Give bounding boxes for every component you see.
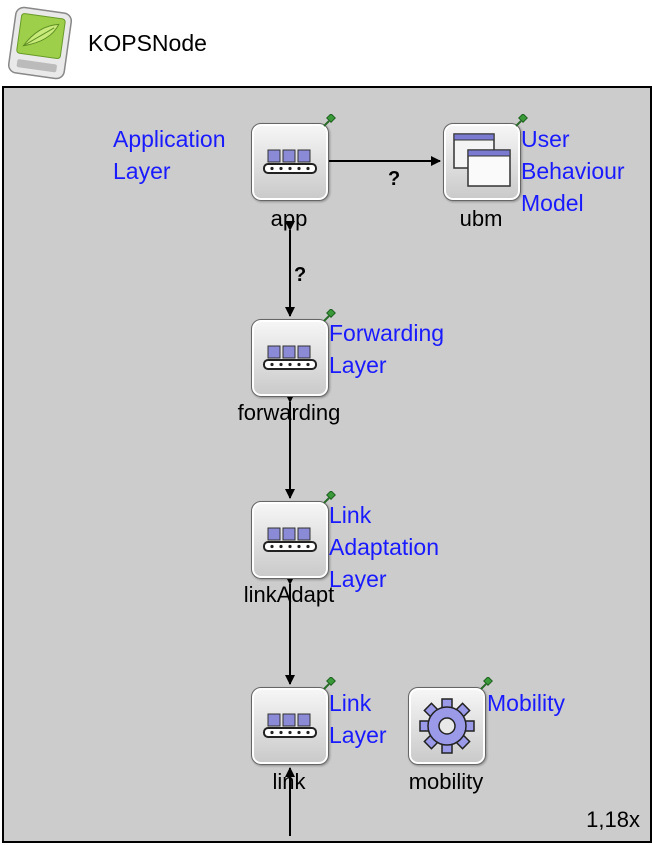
queue-icon	[263, 713, 317, 738]
pin-icon	[480, 677, 493, 690]
module-label-link: Link Layer	[329, 690, 387, 748]
windows-icon	[453, 133, 511, 187]
pin-icon	[323, 491, 336, 504]
module-label-app: Application Layer	[113, 126, 226, 184]
module-ubm[interactable]	[443, 123, 521, 201]
module-label-ubm: User Behaviour Model	[521, 126, 625, 216]
pin-icon	[323, 677, 336, 690]
module-canvas[interactable]: ? ? app Application Layer ubm User Behav…	[2, 86, 652, 843]
pin-icon	[515, 114, 528, 127]
node-device-icon	[7, 6, 73, 80]
connection-label-app-forwarding: ?	[294, 264, 307, 286]
queue-icon	[263, 345, 317, 370]
module-name-forwarding: forwarding	[237, 400, 341, 425]
header: KOPSNode	[0, 0, 652, 85]
module-title: KOPSNode	[88, 30, 207, 56]
queue-icon	[263, 149, 317, 174]
module-label-linkadapt: Link Adaptation Layer	[329, 502, 439, 592]
pin-icon	[323, 309, 336, 322]
module-forwarding[interactable]	[251, 319, 329, 397]
module-mobility[interactable]	[408, 687, 486, 765]
gear-icon	[419, 698, 475, 754]
queue-icon	[263, 527, 317, 552]
module-name-linkadapt: linkAdapt	[243, 582, 335, 607]
module-name-app: app	[270, 206, 308, 231]
module-name-link: link	[272, 769, 306, 794]
zoom-level: 1,18x	[586, 807, 640, 832]
module-name-mobility: mobility	[408, 769, 484, 794]
module-label-mobility: Mobility	[487, 690, 565, 716]
module-label-forwarding: Forwarding Layer	[329, 320, 445, 378]
module-name-ubm: ubm	[459, 206, 503, 231]
connections	[285, 156, 441, 836]
pin-icon	[323, 114, 336, 127]
module-app[interactable]	[251, 123, 329, 201]
module-link[interactable]	[251, 687, 329, 765]
module-linkadapt[interactable]	[251, 501, 329, 579]
connection-label-app-ubm: ?	[388, 168, 401, 190]
